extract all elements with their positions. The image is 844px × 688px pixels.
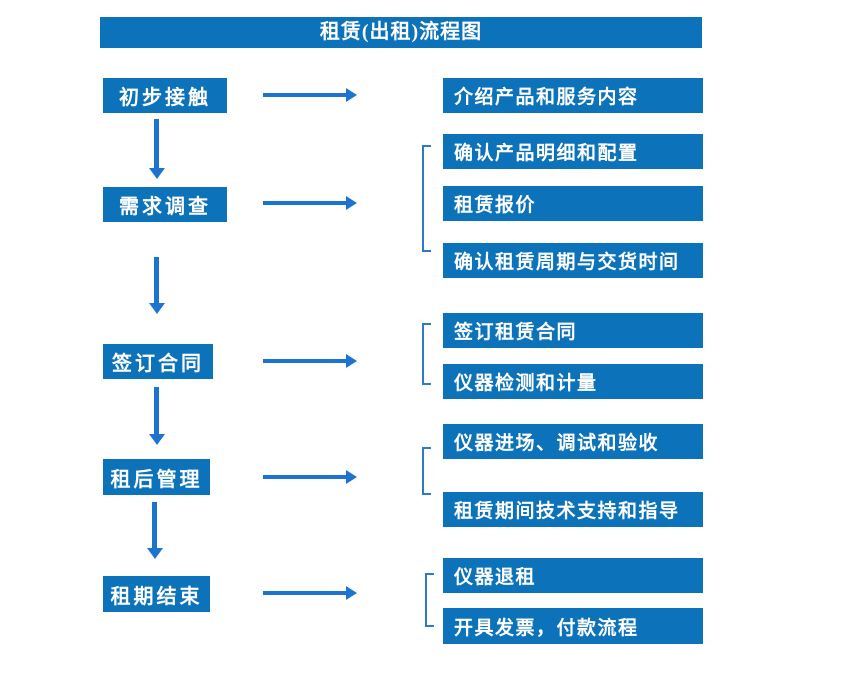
detail-box-confirm-period-delivery: 确认租赁周期与交货时间 (443, 243, 703, 278)
arrow-down-icon (149, 257, 165, 314)
group-bracket (422, 447, 431, 495)
detail-box-rental-quote: 租赁报价 (443, 186, 703, 221)
arrow-down-icon (149, 119, 165, 179)
step-box-demand-survey: 需求调查 (103, 187, 227, 222)
step-box-post-rental-management: 租后管理 (103, 459, 210, 495)
arrow-right-icon (263, 354, 357, 368)
detail-box-sign-rental-contract: 签订租赁合同 (443, 313, 703, 348)
detail-box-instrument-return: 仪器退租 (443, 558, 703, 593)
step-box-rental-end: 租期结束 (103, 576, 210, 612)
group-bracket (422, 323, 431, 385)
flowchart-title: 租赁(出租)流程图 (100, 17, 702, 48)
detail-box-instrument-setup-acceptance: 仪器进场、调试和验收 (443, 424, 703, 459)
group-bracket (425, 573, 434, 627)
arrow-down-icon (149, 387, 165, 445)
arrow-down-icon (147, 502, 163, 559)
detail-box-introduce-products: 介绍产品和服务内容 (443, 78, 703, 113)
group-bracket (422, 145, 431, 252)
detail-box-invoice-payment: 开具发票，付款流程 (443, 608, 703, 644)
detail-box-confirm-product-config: 确认产品明细和配置 (443, 134, 703, 169)
detail-box-tech-support: 租赁期间技术支持和指导 (443, 492, 703, 527)
arrow-right-icon (263, 196, 357, 210)
step-box-initial-contact: 初步接触 (103, 78, 227, 113)
arrow-right-icon (263, 586, 357, 600)
arrow-right-icon (263, 470, 357, 484)
step-box-sign-contract: 签订合同 (103, 344, 213, 379)
detail-box-instrument-testing: 仪器检测和计量 (443, 364, 703, 399)
arrow-right-icon (263, 88, 357, 102)
